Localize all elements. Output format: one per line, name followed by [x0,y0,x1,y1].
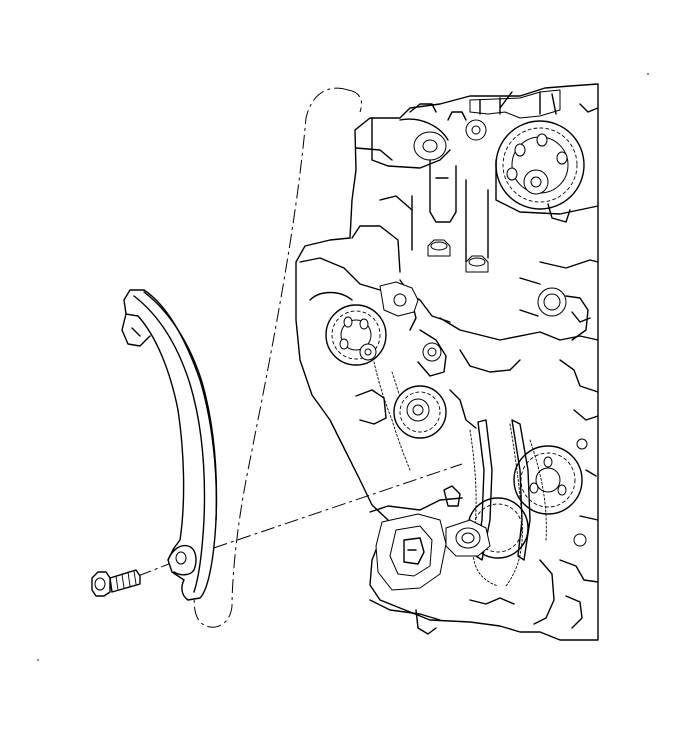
front-bolt [465,255,489,273]
lower-right-sprocket [513,445,583,515]
callout-outline [347,89,362,113]
leader-line [189,463,463,557]
engine-front [295,83,599,641]
guide-bolt [91,569,141,597]
leader-line [137,561,175,577]
callout-outline [193,87,349,628]
front-bolt [427,239,451,257]
upper-cam-sprocket [495,120,585,210]
middle-sprocket [393,385,447,439]
idler-sprocket [325,304,387,366]
stray-mark [37,659,39,661]
stray-mark [647,73,649,75]
timing-chain-guide [121,289,218,601]
